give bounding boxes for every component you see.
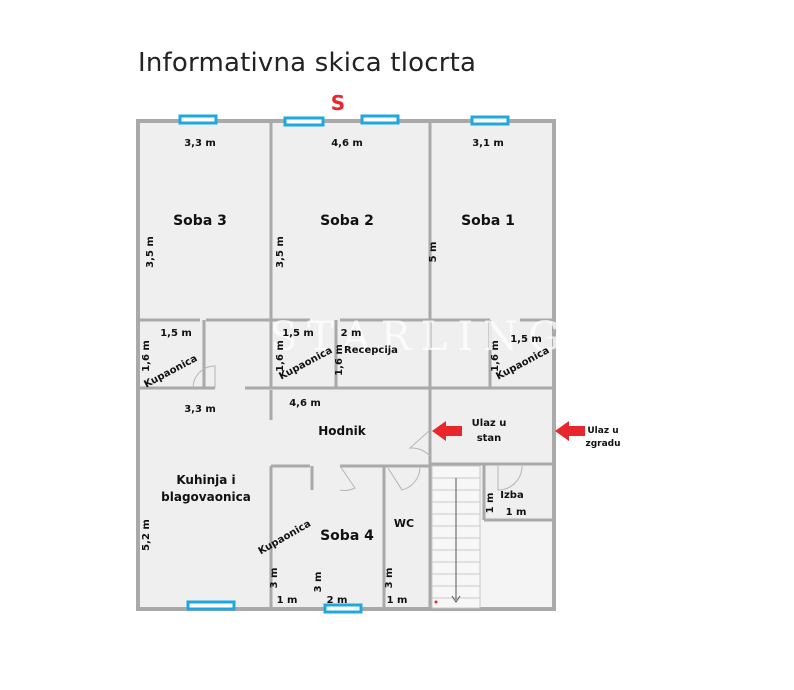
room-label-soba4: Soba 4 [320, 528, 374, 544]
window-icon [283, 116, 325, 127]
windows [178, 114, 510, 614]
dim-kuhinja-height: 5,2 m [141, 519, 152, 551]
dim-hodnik-width: 4,6 m [289, 398, 321, 409]
window-icon [178, 114, 218, 125]
dim-recepcija-width: 2 m [341, 328, 362, 339]
room-label-kuhinja-1: Kuhinja i [176, 473, 235, 487]
dim-a-width: 1 m [277, 595, 298, 606]
window-icon [470, 115, 510, 126]
dim-a-height: 3 m [269, 568, 280, 589]
door-swings [192, 365, 523, 491]
dim-soba3-width: 3,3 m [184, 138, 216, 149]
room-label-soba1: Soba 1 [461, 213, 515, 229]
dim-soba1-width: 3,1 m [472, 138, 504, 149]
dim-kup2-height: 1,6 m [275, 340, 286, 372]
dim-kup1-height: 1,6 m [141, 340, 152, 372]
plan-title: Informativna skica tlocrta [138, 48, 477, 78]
dim-soba4-height: 3 m [313, 572, 324, 593]
dim-kup1-width: 1,5 m [160, 328, 192, 339]
room-label-hodnik: Hodnik [318, 424, 367, 438]
dim-wc-height: 3 m [384, 568, 395, 589]
room-label-soba2: Soba 2 [320, 213, 374, 229]
dim-soba2-height: 3,5 m [275, 236, 286, 268]
dim-kuhinja-width: 3,3 m [184, 404, 216, 415]
compass-south-label: S [331, 91, 345, 115]
dim-izba-width: 1 m [506, 507, 527, 518]
window-icon [360, 114, 400, 125]
dim-wc-width: 1 m [387, 595, 408, 606]
red-dot [434, 600, 438, 604]
dim-soba3-height: 3,5 m [145, 236, 156, 268]
dim-kup3-height: 1,6 m [490, 340, 501, 372]
watermark-logo: STARLING [270, 314, 570, 360]
dim-kup2-width: 1,5 m [282, 328, 314, 339]
dim-soba1-height: 5 m [428, 242, 439, 263]
room-label-soba3: Soba 3 [173, 213, 227, 229]
window-icon [323, 603, 363, 614]
stair-arrow-icon [451, 595, 461, 603]
room-label-wc: WC [394, 517, 414, 530]
entrance-arrow-icon [432, 421, 462, 441]
dim-soba4-width: 2 m [327, 595, 348, 606]
label-ulaz-zgrada-1: Ulaz u [587, 426, 618, 436]
dim-izba-height: 1 m [485, 493, 496, 514]
label-ulaz-zgrada-2: zgradu [585, 439, 620, 449]
dim-recepcija-height: 1,6 m [334, 344, 345, 376]
dim-soba2-width: 4,6 m [331, 138, 363, 149]
interior-walls [138, 121, 554, 610]
building-entrance-arrow-icon [555, 421, 585, 441]
dim-kup3-width: 1,5 m [510, 334, 542, 345]
room-label-recepcija: Recepcija [344, 345, 398, 356]
room-label-izba: Izba [500, 490, 523, 501]
label-ulaz-stan-1: Ulaz u [472, 418, 507, 429]
label-ulaz-stan-2: stan [477, 433, 502, 444]
window-icon [186, 600, 236, 611]
room-label-kuhinja-2: blagovaonica [161, 490, 251, 504]
